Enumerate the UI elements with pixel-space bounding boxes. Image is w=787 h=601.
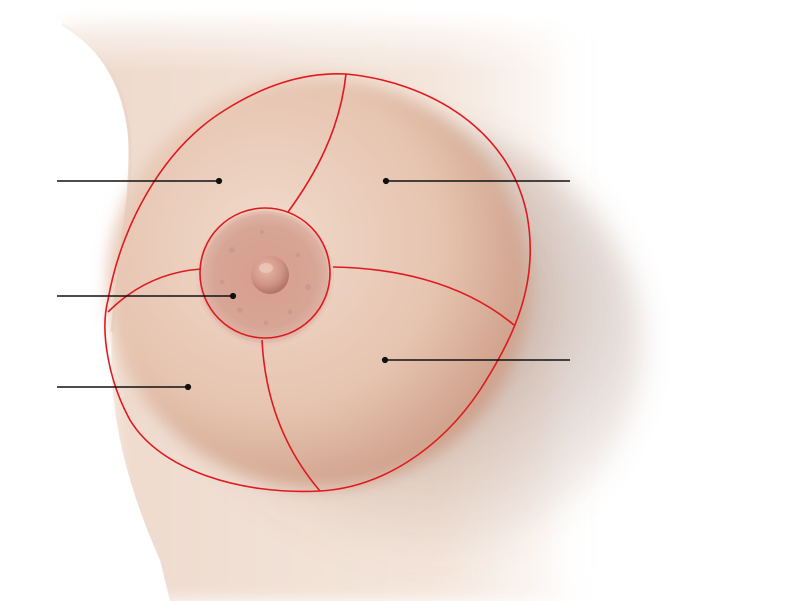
areola-outline [199, 207, 331, 339]
left-divider-line [107, 268, 202, 313]
leader-lines [57, 177, 570, 391]
lower-divider-line [261, 339, 321, 492]
leader-line-upper-inner [382, 177, 570, 185]
upper-divider-line [287, 73, 347, 213]
leader-line-central [57, 292, 237, 300]
leader-line-upper-outer [57, 177, 223, 185]
leader-line-lower-inner [381, 356, 570, 364]
breast-boundary-outline [104, 73, 531, 493]
right-divider-line [332, 266, 515, 326]
nipple [251, 256, 289, 294]
region-outlines [104, 73, 531, 493]
leader-line-lower-outer [57, 383, 192, 391]
